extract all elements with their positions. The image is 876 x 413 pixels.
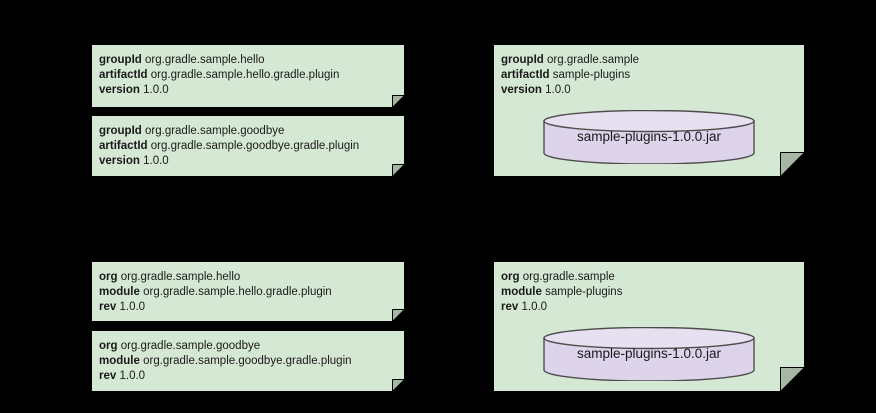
note-lines: groupId org.gradle.sample.hello artifact…: [99, 53, 397, 98]
note-value: org.gradle.sample.hello: [120, 271, 241, 283]
note-key: rev: [99, 301, 117, 313]
note-value: org.gradle.sample.goodbye: [120, 340, 261, 352]
note-value: org.gradle.sample.goodbye.gradle.plugin: [150, 140, 360, 152]
note-key: version: [99, 155, 140, 167]
note-value: org.gradle.sample.hello: [145, 54, 265, 66]
note-key: rev: [99, 370, 117, 382]
note-maven-hello-plugin-marker: groupId org.gradle.sample.hello artifact…: [91, 44, 405, 108]
note-value: org.gradle.sample.hello.gradle.plugin: [150, 69, 340, 81]
note-line: rev 1.0.0: [99, 369, 397, 384]
note-line: rev 1.0.0: [99, 300, 397, 315]
note-line: groupId org.gradle.sample: [501, 53, 797, 68]
note-lines: org org.gradle.sample.hello module org.g…: [99, 270, 397, 315]
note-line: module sample-plugins: [501, 285, 797, 300]
note-value: sample-plugins: [545, 286, 623, 298]
note-value: org.gradle.sample.goodbye.gradle.plugin: [143, 355, 352, 367]
note-content: org org.gradle.sample module sample-plug…: [493, 261, 805, 392]
note-line: module org.gradle.sample.hello.gradle.pl…: [99, 285, 397, 300]
note-key: groupId: [99, 125, 142, 137]
note-shape: [91, 261, 405, 322]
artifact-cylinder-ivy: sample-plugins-1.0.0.jar: [543, 327, 755, 381]
note-ivy-hello-plugin-marker: org org.gradle.sample.hello module org.g…: [91, 261, 405, 322]
note-key: module: [99, 355, 140, 367]
note-shape: [91, 44, 405, 108]
note-content: groupId org.gradle.sample artifactId sam…: [493, 44, 805, 177]
note-line: artifactId sample-plugins: [501, 68, 797, 83]
artifact-cylinder-maven: sample-plugins-1.0.0.jar: [543, 110, 755, 164]
note-line: version 1.0.0: [99, 154, 397, 169]
note-line: org org.gradle.sample.goodbye: [99, 339, 397, 354]
note-shape: [91, 330, 405, 392]
note-ivy-goodbye-plugin-marker: org org.gradle.sample.goodbye module org…: [91, 330, 405, 392]
note-line: module org.gradle.sample.goodbye.gradle.…: [99, 354, 397, 369]
note-value: 1.0.0: [143, 84, 169, 96]
note-shape: [91, 115, 405, 177]
note-lines: org org.gradle.sample.goodbye module org…: [99, 339, 397, 384]
note-lines: groupId org.gradle.sample.goodbye artifa…: [99, 124, 397, 169]
cylinder-shape: [543, 110, 755, 164]
note-maven-goodbye-plugin-marker: groupId org.gradle.sample.goodbye artifa…: [91, 115, 405, 177]
note-key: groupId: [501, 54, 544, 66]
note-content: org org.gradle.sample.goodbye module org…: [91, 330, 405, 392]
note-line: rev 1.0.0: [501, 300, 797, 315]
note-value: 1.0.0: [521, 301, 548, 313]
note-line: groupId org.gradle.sample.hello: [99, 53, 397, 68]
note-line: groupId org.gradle.sample.goodbye: [99, 124, 397, 139]
note-key: module: [99, 286, 140, 298]
note-value: org.gradle.sample: [547, 54, 640, 66]
note-key: artifactId: [99, 69, 148, 81]
note-key: artifactId: [501, 69, 550, 81]
note-value: sample-plugins: [552, 69, 631, 81]
note-key: version: [99, 84, 140, 96]
note-content: org org.gradle.sample.hello module org.g…: [91, 261, 405, 322]
note-key: module: [501, 286, 542, 298]
note-value: org.gradle.sample.hello.gradle.plugin: [143, 286, 332, 298]
note-lines: groupId org.gradle.sample artifactId sam…: [501, 53, 797, 98]
note-key: artifactId: [99, 140, 148, 152]
note-key: version: [501, 84, 542, 96]
note-value: org.gradle.sample: [522, 271, 615, 283]
note-line: artifactId org.gradle.sample.goodbye.gra…: [99, 139, 397, 154]
note-value: org.gradle.sample.goodbye: [145, 125, 285, 137]
note-value: 1.0.0: [119, 370, 146, 382]
note-key: org: [99, 271, 118, 283]
note-line: org org.gradle.sample: [501, 270, 797, 285]
cylinder-shape: [543, 327, 755, 381]
note-value: 1.0.0: [545, 84, 571, 96]
note-line: version 1.0.0: [501, 83, 797, 98]
note-lines: org org.gradle.sample module sample-plug…: [501, 270, 797, 315]
note-key: groupId: [99, 54, 142, 66]
note-key: org: [501, 271, 520, 283]
note-content: groupId org.gradle.sample.hello artifact…: [91, 44, 405, 108]
note-value: 1.0.0: [143, 155, 169, 167]
note-key: org: [99, 340, 118, 352]
note-line: artifactId org.gradle.sample.hello.gradl…: [99, 68, 397, 83]
note-line: version 1.0.0: [99, 83, 397, 98]
note-value: 1.0.0: [119, 301, 146, 313]
note-content: groupId org.gradle.sample.goodbye artifa…: [91, 115, 405, 177]
note-line: org org.gradle.sample.hello: [99, 270, 397, 285]
note-key: rev: [501, 301, 519, 313]
